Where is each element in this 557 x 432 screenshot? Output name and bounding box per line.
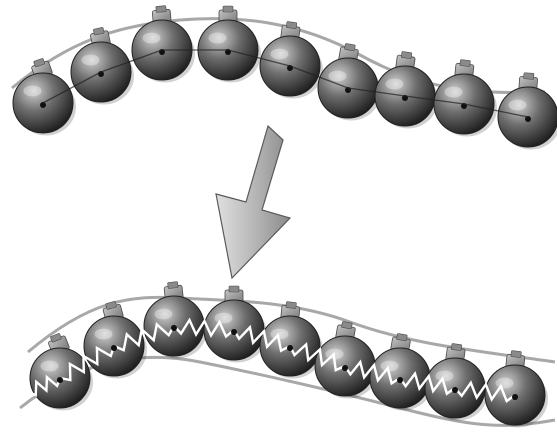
bottom-chain-bead: [485, 350, 548, 427]
bottom-chain-bead-center: [452, 387, 458, 393]
top-bead-chain: [12, 5, 557, 149]
top-chain-bead: [375, 51, 438, 129]
bottom-chain-bead-center: [512, 394, 518, 400]
top-chain-bead: [71, 26, 134, 104]
bottom-chain-bead: [84, 300, 147, 378]
top-chain-bead: [132, 5, 195, 82]
bottom-chain-bead: [204, 286, 267, 363]
bottom-chain-bead-center: [111, 345, 117, 351]
bottom-chain-bead-center: [397, 377, 403, 383]
top-chain-bead: [434, 59, 497, 136]
bottom-chain-bead-center: [287, 345, 293, 351]
bottom-chain-bead-center: [57, 377, 63, 383]
top-chain-bead: [498, 72, 557, 149]
bottom-chain-bead-center: [171, 325, 177, 331]
bottom-chain-bead: [370, 333, 433, 411]
bottom-chain-bead-center: [342, 365, 348, 371]
bottom-chain-bead: [315, 321, 378, 399]
bottom-chain-bead: [425, 343, 488, 421]
top-chain-bead: [13, 57, 76, 136]
top-chain-bead: [260, 21, 323, 99]
bottom-chain-bead-center: [231, 329, 237, 335]
bottom-bead-chain: [20, 281, 555, 427]
bottom-chain-bead: [144, 281, 207, 358]
transition-arrow: [216, 126, 290, 278]
top-chain-bead: [318, 43, 381, 121]
